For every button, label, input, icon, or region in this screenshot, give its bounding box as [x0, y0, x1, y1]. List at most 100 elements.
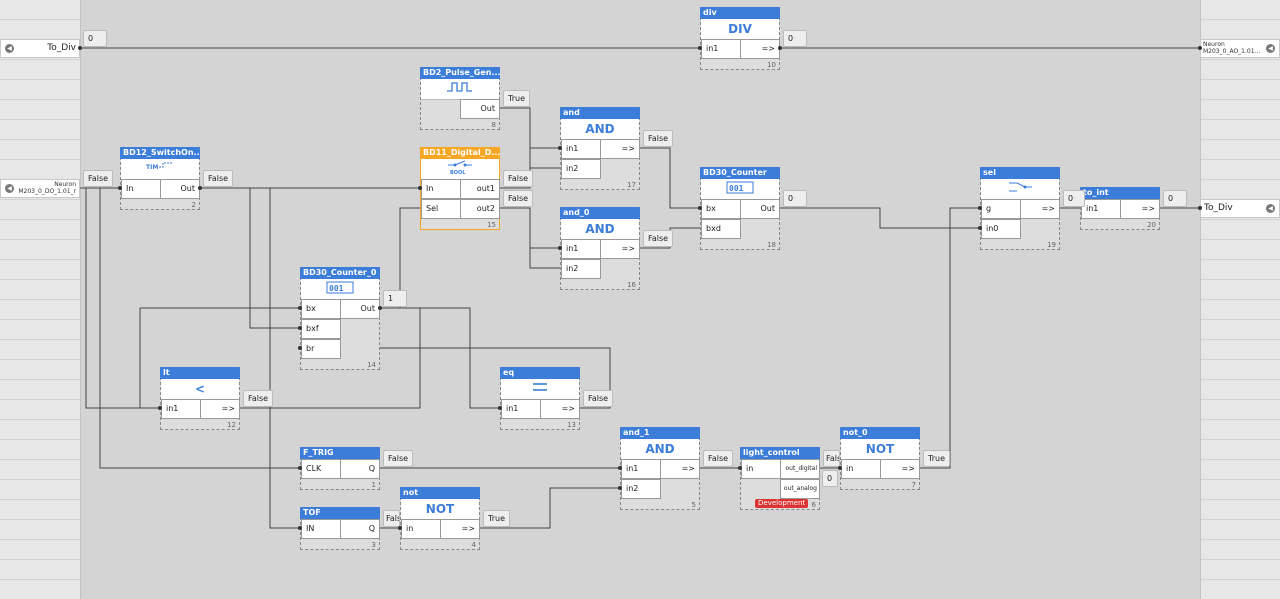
block-light-control[interactable]: light_control in out_digital out_analog …	[740, 447, 820, 510]
block-to-int[interactable]: to_int in1 => 20	[1080, 187, 1160, 230]
port-out[interactable]: =>	[440, 519, 480, 539]
block-pulse-gen[interactable]: BD2_Pulse_Gen... Out 8	[420, 67, 500, 130]
wire	[780, 207, 980, 229]
connection-dot	[298, 466, 302, 470]
port-in[interactable]: in	[401, 519, 441, 539]
counter-icon: 001	[701, 179, 779, 200]
block-number: 12	[227, 421, 236, 429]
port-in1[interactable]: in1	[621, 459, 661, 479]
port-bx[interactable]: bx	[701, 199, 741, 219]
port-clk[interactable]: CLK	[301, 459, 341, 479]
port-q[interactable]: Q	[340, 519, 380, 539]
block-counter[interactable]: BD30_Counter 001 bx bxd Out 18	[700, 167, 780, 250]
block-number: 5	[691, 501, 696, 509]
terminal-to-div-input[interactable]: ◀ To_Div	[0, 39, 80, 58]
wire	[380, 307, 500, 409]
block-eq[interactable]: eq in1 => 13	[500, 367, 580, 430]
value-badge: True	[923, 450, 950, 467]
wire	[480, 487, 620, 529]
value-badge: False	[383, 450, 414, 467]
block-switch-on[interactable]: BD12_SwitchOn... TIM In Out 2	[120, 147, 200, 210]
port-in1[interactable]: in1	[161, 399, 201, 419]
port-out[interactable]: =>	[1120, 199, 1160, 219]
port-in2[interactable]: in2	[561, 259, 601, 279]
connection-dot	[978, 226, 982, 230]
port-in0[interactable]: in0	[981, 219, 1021, 239]
block-title: BD12_SwitchOn...	[120, 147, 200, 159]
counter-icon: 001	[301, 279, 379, 300]
port-out2[interactable]: out2	[460, 199, 500, 219]
block-tof[interactable]: TOF IN Q 3	[300, 507, 380, 550]
block-number: 18	[767, 241, 776, 249]
port-in2[interactable]: in2	[561, 159, 601, 179]
block-digital-demux[interactable]: BD11_Digital_D... BOOL In Sel out1 out2 …	[420, 147, 500, 230]
port-br[interactable]: br	[301, 339, 341, 359]
port-out[interactable]: =>	[600, 239, 640, 259]
port-out[interactable]: Out	[460, 99, 500, 119]
block-f-trig[interactable]: F_TRIG CLK Q 1	[300, 447, 380, 490]
port-bx[interactable]: bx	[301, 299, 341, 319]
port-out[interactable]: =>	[1020, 199, 1060, 219]
connection-dot	[558, 146, 562, 150]
block-not-0[interactable]: not_0 NOT in => 7	[840, 427, 920, 490]
port-out-digital[interactable]: out_digital	[780, 459, 820, 479]
port-in1[interactable]: in1	[561, 239, 601, 259]
port-out[interactable]: =>	[600, 139, 640, 159]
port-sel[interactable]: Sel	[421, 199, 461, 219]
connection-dot	[378, 306, 382, 310]
port-in1[interactable]: in1	[701, 39, 741, 59]
block-and-1[interactable]: and_1 AND in1 in2 => 5	[620, 427, 700, 510]
port-out[interactable]: =>	[740, 39, 780, 59]
terminal-to-div-output[interactable]: To_Div ◀	[1200, 199, 1280, 218]
value-badge: False	[703, 450, 734, 467]
left-io-panel	[0, 0, 81, 599]
timer-icon: TIM	[121, 159, 199, 180]
port-in1[interactable]: in1	[501, 399, 541, 419]
wire	[529, 228, 560, 249]
connection-dot	[118, 186, 122, 190]
port-bxd[interactable]: bxd	[701, 219, 741, 239]
port-out[interactable]: =>	[200, 399, 240, 419]
port-out[interactable]: Out	[340, 299, 380, 319]
block-symbol: NOT	[841, 439, 919, 460]
port-out[interactable]: =>	[540, 399, 580, 419]
wire	[500, 147, 560, 189]
block-and[interactable]: and AND in1 in2 => 17	[560, 107, 640, 190]
port-out[interactable]: =>	[660, 459, 700, 479]
port-out1[interactable]: out1	[460, 179, 500, 199]
block-title: eq	[500, 367, 580, 379]
value-badge: True	[483, 510, 510, 527]
port-q[interactable]: Q	[340, 459, 380, 479]
port-out-analog[interactable]: out_analog	[780, 479, 820, 499]
port-out[interactable]: Out	[740, 199, 780, 219]
port-g[interactable]: g	[981, 199, 1021, 219]
port-in[interactable]: in	[841, 459, 881, 479]
chevron-left-icon: ◀	[5, 44, 14, 53]
connection-dot	[298, 326, 302, 330]
block-and-0[interactable]: and_0 AND in1 in2 => 16	[560, 207, 640, 290]
connection-dot	[298, 346, 302, 350]
port-in[interactable]: in	[741, 459, 781, 479]
port-in[interactable]: IN	[301, 519, 341, 539]
port-out[interactable]: =>	[880, 459, 920, 479]
block-counter-0[interactable]: BD30_Counter_0 001 bx bxf br Out 14	[300, 267, 380, 370]
block-not[interactable]: not NOT in => 4	[400, 487, 480, 550]
block-title: sel	[980, 167, 1060, 179]
port-in1[interactable]: in1	[561, 139, 601, 159]
port-in[interactable]: In	[121, 179, 161, 199]
port-in[interactable]: In	[421, 179, 461, 199]
block-lt[interactable]: lt < in1 => 12	[160, 367, 240, 430]
value-badge: False	[503, 190, 534, 207]
connection-dot	[618, 486, 622, 490]
port-in1[interactable]: in1	[1081, 199, 1121, 219]
block-sel[interactable]: sel g in0 => 19	[980, 167, 1060, 250]
port-bxf[interactable]: bxf	[301, 319, 341, 339]
port-out[interactable]: Out	[160, 179, 200, 199]
block-div[interactable]: div DIV in1 => 10	[700, 7, 780, 70]
block-title: lt	[160, 367, 240, 379]
port-in2[interactable]: in2	[621, 479, 661, 499]
